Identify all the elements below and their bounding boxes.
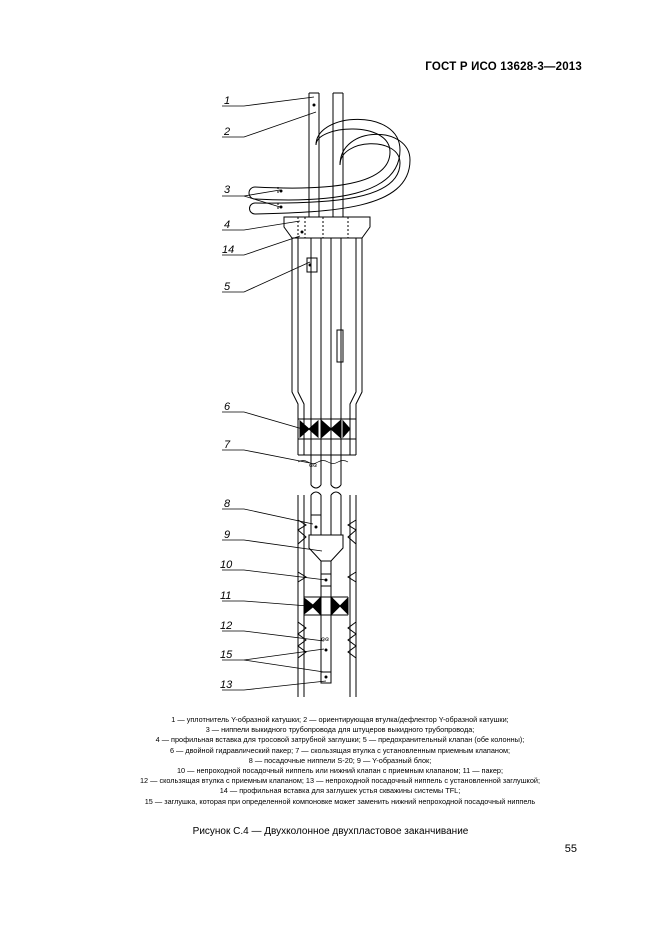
callout-12: 12 (220, 620, 232, 632)
lower-casing (297, 495, 357, 697)
callout-5: 5 (224, 281, 231, 293)
legend-line: 4 — профильная вставка для тросовой затр… (155, 735, 525, 745)
tubing-hanger (283, 216, 371, 239)
dual-packer (298, 418, 356, 440)
legend-line: 6 — двойной гидравлический пакер; 7 — ск… (169, 745, 511, 755)
lower-tubing: ɞɞ (303, 495, 349, 684)
legend-line: 3 — ниппели выкидного трубопровода для ш… (205, 725, 475, 735)
upper-casing (291, 238, 363, 485)
callout-9: 9 (224, 529, 230, 541)
callout-14: 14 (222, 244, 234, 256)
figure-caption: Рисунок С.4 — Двухколонное двухпластовое… (192, 826, 469, 837)
callout-3: 3 (224, 184, 231, 196)
legend-line: 14 — профильная вставка для заглушек уст… (219, 786, 461, 796)
svg-text:ɞɞ: ɞɞ (309, 462, 317, 469)
page-number: 55 (564, 843, 577, 855)
legend-line: 12 — скользящая втулка с приемным клапан… (140, 776, 540, 786)
y-spool-loops (248, 119, 411, 215)
figure-legend: 1 — уплотнитель Y-образной катушки; 2 — … (60, 715, 620, 807)
svg-text:ɞɞ: ɞɞ (321, 636, 329, 643)
callout-2: 2 (223, 126, 230, 138)
sliding-sleeve-upper: ɞɞ (297, 454, 356, 469)
callout-11: 11 (220, 590, 231, 602)
callout-1: 1 (224, 95, 230, 107)
callout-4: 4 (224, 219, 230, 231)
legend-line: 8 — посадочные ниппели S-20; 9 — Y-образ… (248, 755, 432, 765)
callout-leaders (222, 96, 327, 691)
legend-line: 1 — уплотнитель Y-образной катушки; 2 — … (171, 715, 509, 724)
callout-13: 13 (220, 679, 233, 691)
legend-line: 15 — заглушка, которая при определенной … (144, 796, 536, 806)
standard-header: ГОСТ Р ИСО 13628-3—2013 (425, 61, 582, 73)
upper-tubing (308, 92, 344, 217)
legend-line: 10 — непроходной посадочный ниппель или … (177, 766, 503, 776)
callout-7: 7 (224, 439, 231, 451)
tubing-break (310, 484, 342, 496)
callout-15: 15 (220, 649, 233, 661)
callout-labels: 1 2 3 4 14 5 6 7 8 9 10 11 12 15 13 (220, 95, 234, 691)
callout-10: 10 (220, 559, 233, 571)
callout-8: 8 (224, 498, 231, 510)
callout-6: 6 (224, 401, 231, 413)
